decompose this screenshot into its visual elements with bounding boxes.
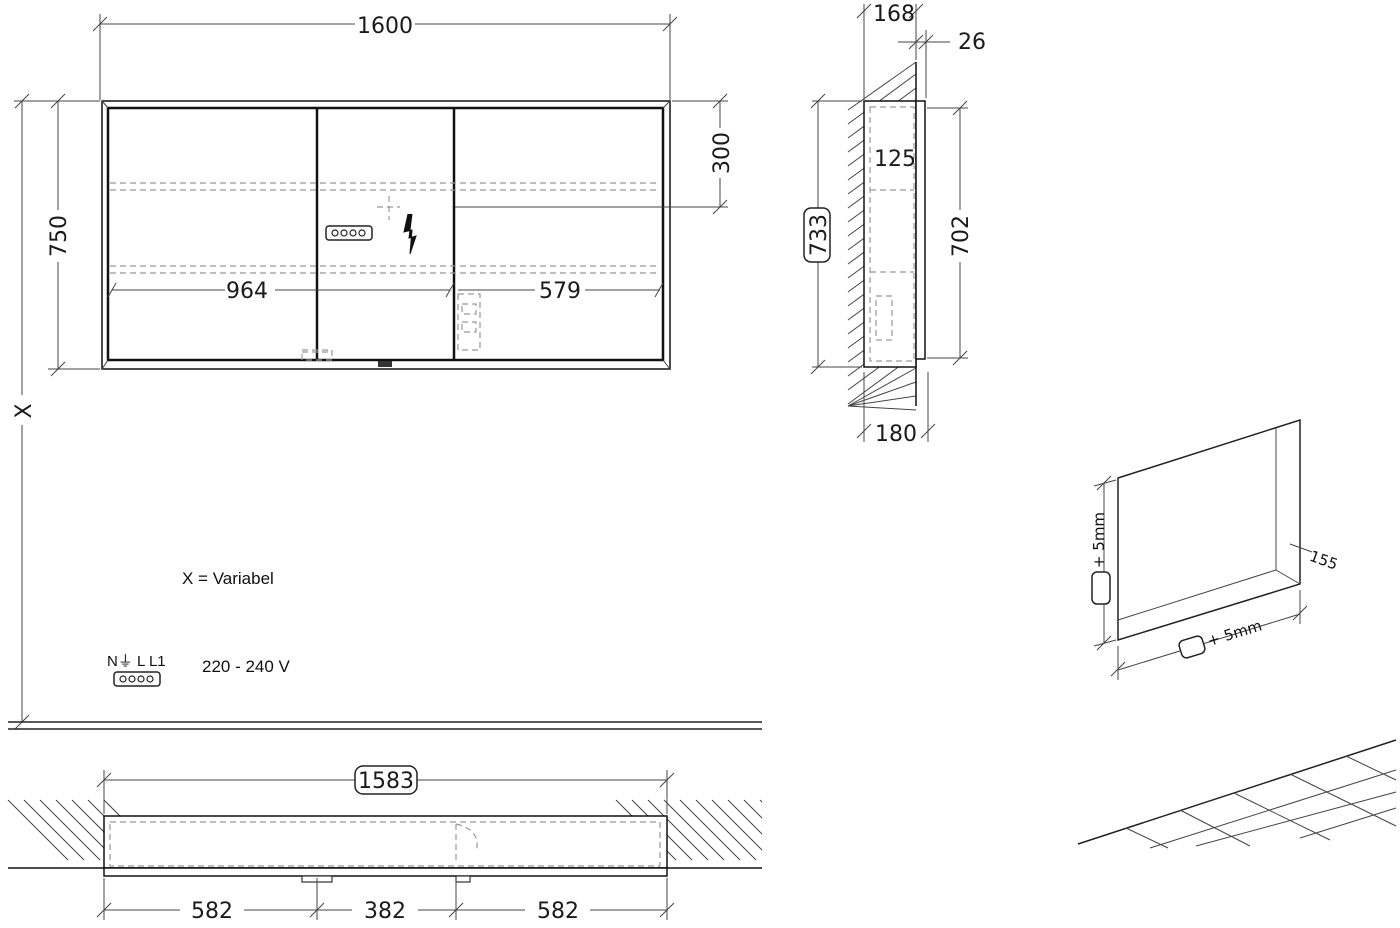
variable-note: X = Variabel xyxy=(182,569,274,588)
middle-segment-dimension: 382 xyxy=(364,899,406,924)
plan-hatch-line xyxy=(711,799,763,851)
variable-dimension: X xyxy=(12,403,37,418)
front-view: 1600 xyxy=(12,14,735,730)
depth-top-dimension: 168 xyxy=(873,2,915,27)
plan-hatch-line xyxy=(647,799,709,861)
height-tolerance: + 5mm xyxy=(1090,512,1108,568)
plan-hatch-line xyxy=(23,799,85,861)
voltage-label: 220 - 240 V xyxy=(202,657,291,676)
side-view: 168 26 125 733 702 180 xyxy=(803,2,986,447)
right-section-dimension: 579 xyxy=(539,279,581,304)
outer-height-dimension: 733 xyxy=(807,214,832,256)
plan-hatch-line xyxy=(663,799,725,861)
depth-dimension: 155 xyxy=(1307,547,1340,574)
plan-hatch-line xyxy=(743,799,763,819)
upper-offset-dimension: 300 xyxy=(710,132,735,174)
height-dimension: 750 xyxy=(47,215,72,257)
wall-hatch-line xyxy=(847,395,917,407)
left-segment-dimension: 582 xyxy=(191,899,233,924)
inner-offset-dimension: 125 xyxy=(874,147,916,172)
iso-view: + 5mm + 5mm 155 xyxy=(1090,418,1340,680)
plan-hatch-line xyxy=(727,799,763,835)
plan-hatch-line xyxy=(7,799,69,861)
plan-hatch-line xyxy=(39,799,101,861)
wall-hatch-line xyxy=(847,405,917,411)
inner-height-dimension: 702 xyxy=(949,215,974,257)
wall-hatch-line xyxy=(847,381,917,407)
depth-bottom-dimension: 180 xyxy=(875,422,917,447)
width-tolerance: + 5mm xyxy=(1205,616,1264,650)
plan-hatch-line xyxy=(679,799,741,861)
width-dimension: 1600 xyxy=(357,14,413,39)
recess-width-dimension: 1583 xyxy=(358,769,414,794)
plan-hatch-line xyxy=(695,799,757,861)
terminal-label: N⏚ L L1 xyxy=(107,653,166,670)
right-segment-dimension: 582 xyxy=(537,899,579,924)
floor-line xyxy=(8,721,762,730)
legend: X = Variabel N⏚ L L1 220 - 240 V xyxy=(107,569,291,687)
plan-view: 1583 582 382 582 xyxy=(7,765,763,924)
left-section-dimension: 964 xyxy=(226,279,268,304)
wall-hatch-line xyxy=(847,73,917,125)
plan-hatch-line xyxy=(759,799,763,803)
frame-dimension: 26 xyxy=(958,30,986,55)
terminal-block-icon xyxy=(113,671,161,687)
wall-hatch-line xyxy=(847,61,917,111)
iso-floor xyxy=(1077,739,1397,849)
wall-hatch-line xyxy=(847,367,917,407)
